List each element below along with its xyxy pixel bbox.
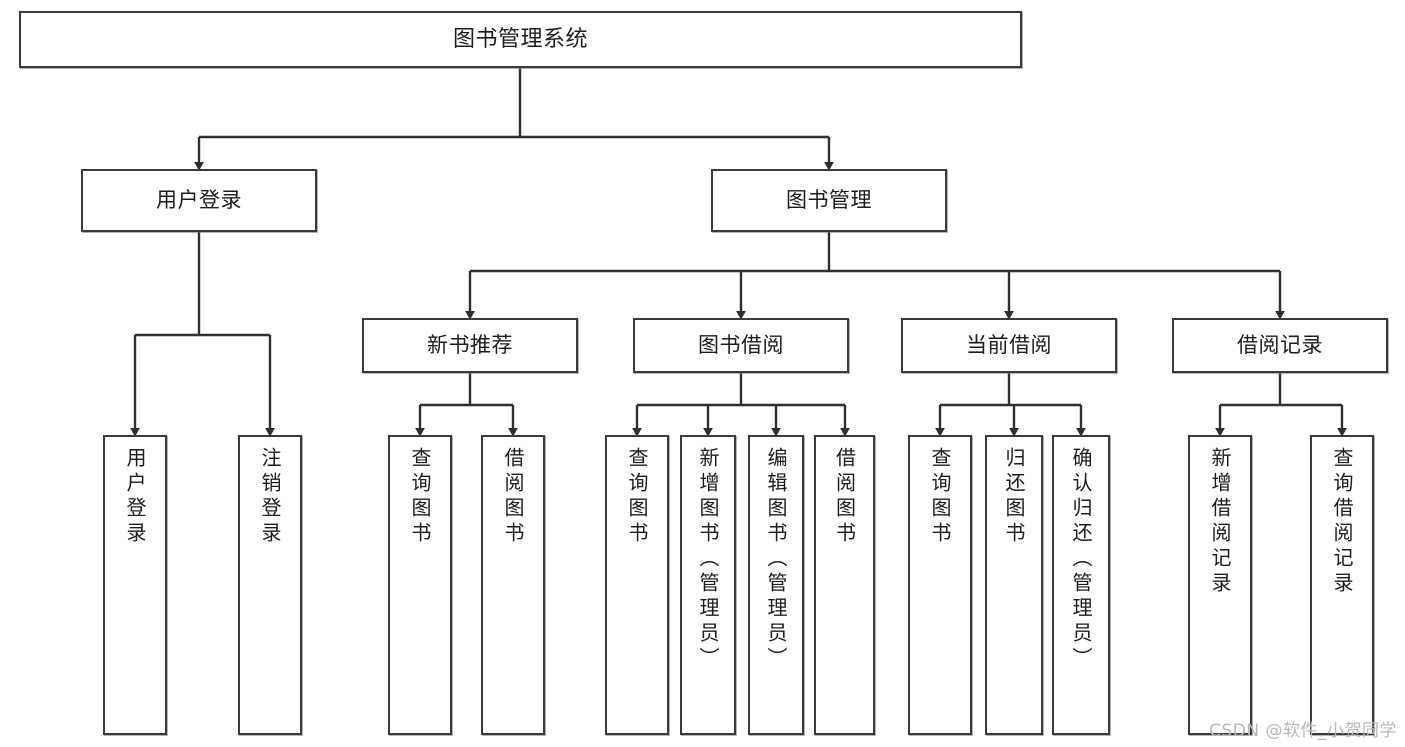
node-label: 注销登录 [258,447,282,547]
node-label: 借阅图书 [832,447,857,547]
node-leaf-add-book-admin[interactable]: 新增图书（管理员） [680,435,736,735]
node-leaf-edit-book-admin[interactable]: 编辑图书（管理员） [748,435,804,735]
node-label: 归还图书 [1002,447,1026,547]
node-label: 当前借阅 [966,333,1052,358]
node-book-borrow[interactable]: 图书借阅 [633,318,849,373]
node-leaf-query-book-current[interactable]: 查询图书 [908,435,972,735]
node-leaf-borrow-book-recommend[interactable]: 借阅图书 [481,435,545,735]
node-label: 新增图书（管理员） [696,447,720,672]
node-label: 借阅图书 [501,447,525,547]
node-leaf-user-login[interactable]: 用户登录 [103,435,167,735]
watermark: CSDN @软件_小贺同学 [1209,721,1397,741]
node-label: 查询借阅记录 [1330,447,1354,597]
node-label: 用户登录 [123,447,147,547]
node-root-book-management-system[interactable]: 图书管理系统 [19,11,1022,68]
node-label: 借阅记录 [1237,333,1323,358]
node-label: 查询图书 [928,447,952,547]
node-leaf-query-borrow-record[interactable]: 查询借阅记录 [1310,435,1374,735]
node-leaf-return-book[interactable]: 归还图书 [985,435,1043,735]
node-current-borrow[interactable]: 当前借阅 [901,318,1117,373]
node-book-management[interactable]: 图书管理 [711,169,947,232]
node-label: 查询图书 [625,447,649,547]
node-label: 用户登录 [156,188,242,213]
node-leaf-confirm-return-admin[interactable]: 确认归还（管理员） [1052,435,1110,735]
node-label: 确认归还（管理员） [1069,447,1093,672]
node-leaf-borrow-book[interactable]: 借阅图书 [814,435,875,735]
node-leaf-add-borrow-record[interactable]: 新增借阅记录 [1188,435,1252,735]
node-leaf-query-book-borrow[interactable]: 查询图书 [605,435,669,735]
node-borrow-record[interactable]: 借阅记录 [1172,318,1388,373]
node-user-login[interactable]: 用户登录 [81,169,317,232]
node-label: 图书管理系统 [452,26,588,52]
node-label: 图书借阅 [698,333,784,358]
node-label: 查询图书 [408,447,432,547]
node-new-book-recommend[interactable]: 新书推荐 [362,318,578,373]
node-label: 新书推荐 [427,333,513,358]
node-leaf-query-book-recommend[interactable]: 查询图书 [388,435,452,735]
node-label: 新增借阅记录 [1208,447,1232,597]
node-label: 编辑图书（管理员） [764,447,788,672]
node-label: 图书管理 [786,188,872,213]
node-leaf-user-logout[interactable]: 注销登录 [238,435,302,735]
